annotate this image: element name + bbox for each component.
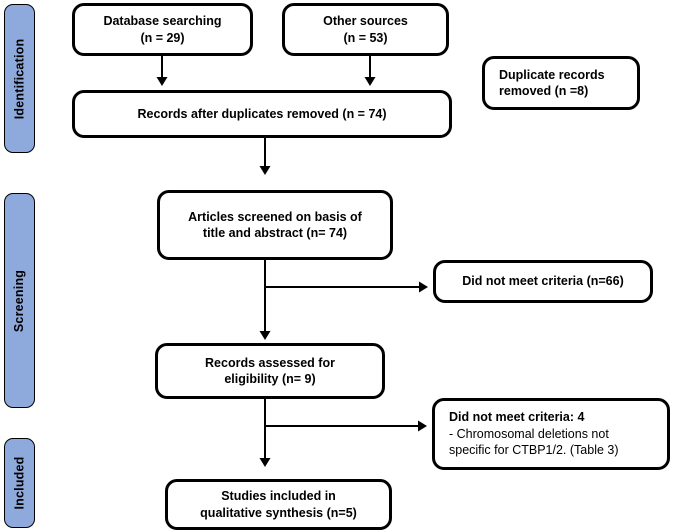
- arrow-assessed-to-included: [259, 398, 271, 467]
- box-text-line: Database searching: [103, 14, 222, 28]
- box-text-line: Studies included in: [221, 489, 336, 503]
- box-text-line: Articles screened on basis of: [188, 209, 362, 224]
- box-text-line: Records assessed for: [205, 355, 335, 370]
- box-text-detail: specific for CTBP1/2. (Table 3): [449, 443, 619, 458]
- box-records-after-duplicates: Records after duplicates removed (n = 74…: [72, 90, 452, 138]
- box-text: Did not meet criteria (n=66): [462, 274, 624, 289]
- box-did-not-meet-criteria-eligibility: Did not meet criteria: 4 - Chromosomal d…: [432, 398, 670, 470]
- box-text-line: (n = 53): [343, 30, 388, 45]
- box-records-assessed: Records assessed for eligibility (n= 9): [155, 343, 385, 399]
- box-text: Duplicate records removed (n =8): [499, 67, 605, 99]
- arrow-other-sources-to-records: [364, 56, 376, 86]
- box-database-searching: Database searching (n = 29): [72, 3, 253, 56]
- box-text-line: qualitative synthesis (n=5): [200, 505, 357, 520]
- box-other-sources: Other sources (n = 53): [282, 3, 449, 56]
- box-text-line: Other sources: [323, 14, 408, 28]
- phase-bar-screening: Screening: [4, 193, 35, 408]
- box-articles-screened: Articles screened on basis of title and …: [157, 190, 393, 260]
- phase-bar-identification: Identification: [4, 4, 35, 153]
- box-text-detail: - Chromosomal deletions not: [449, 426, 609, 441]
- box-duplicate-records-removed: Duplicate records removed (n =8): [482, 56, 640, 110]
- arrow-records-to-screened: [259, 138, 271, 175]
- arrow-assessed-to-criteria4: [265, 420, 427, 432]
- box-text-line: eligibility (n= 9): [224, 372, 316, 386]
- phase-label-screening: Screening: [12, 269, 27, 332]
- box-text-heading: Did not meet criteria: 4: [449, 410, 585, 425]
- box-text-line: title and abstract (n= 74): [202, 226, 348, 240]
- phase-label-included: Included: [12, 456, 27, 510]
- box-text: Records after duplicates removed (n = 74…: [137, 106, 387, 121]
- box-studies-included: Studies included in qualitative synthesi…: [165, 479, 392, 530]
- arrow-database-to-records: [156, 56, 168, 86]
- phase-bar-included: Included: [4, 438, 35, 528]
- phase-label-identification: Identification: [12, 38, 27, 119]
- arrow-screened-to-criteria66: [265, 281, 428, 293]
- box-did-not-meet-criteria-screening: Did not meet criteria (n=66): [433, 260, 653, 303]
- box-text-line: (n = 29): [140, 30, 185, 45]
- arrow-screened-to-assessed: [259, 260, 271, 340]
